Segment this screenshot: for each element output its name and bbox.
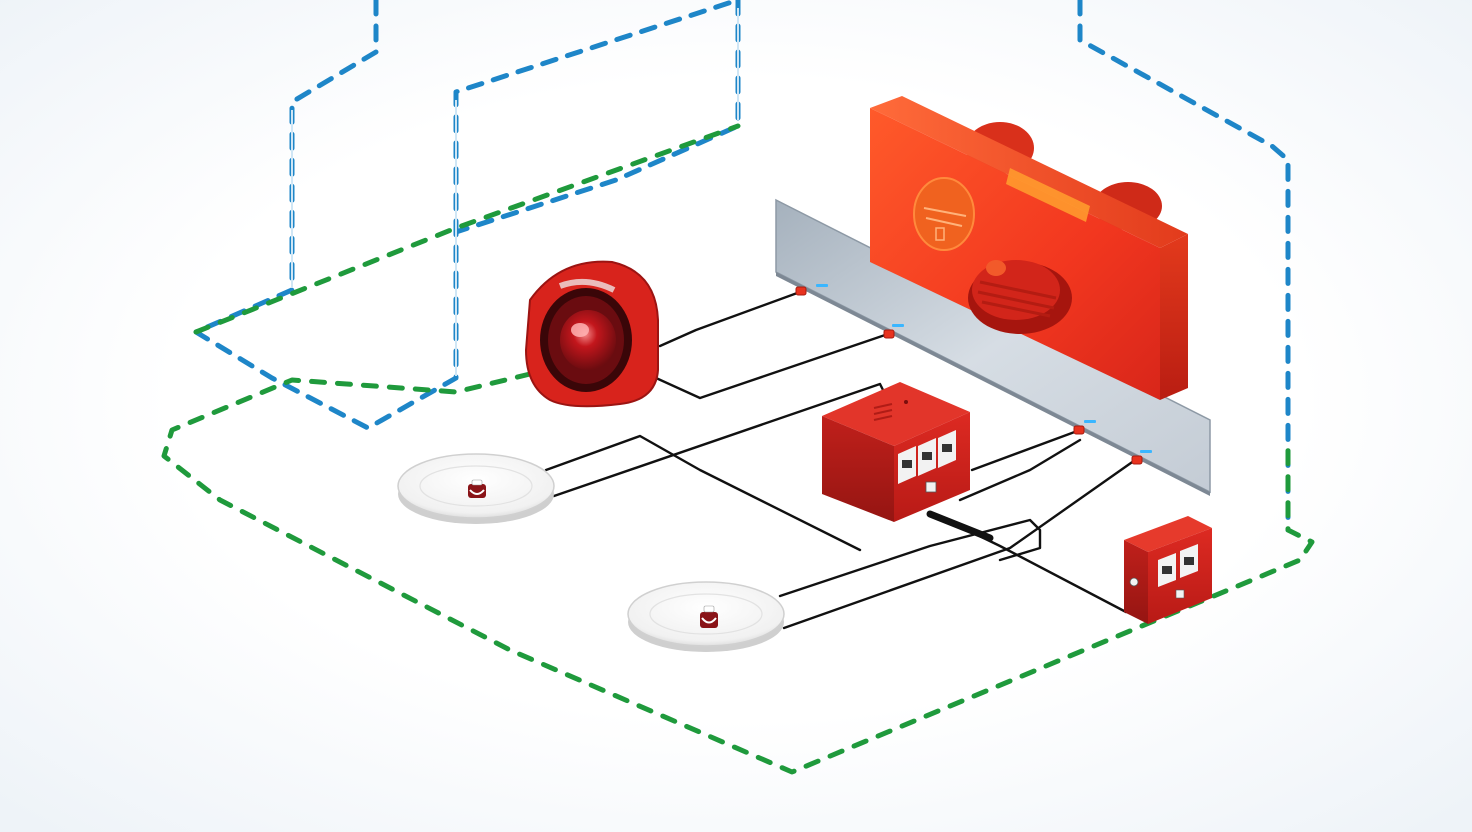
- callpoint-top: [1124, 516, 1212, 552]
- cable-bundle: [926, 510, 994, 542]
- smoke-detector-icon: [468, 479, 486, 498]
- led-2: [892, 324, 904, 327]
- terminal-4: [1131, 455, 1143, 465]
- rail-edge: [776, 272, 1210, 496]
- wire-detector1-a: [544, 434, 862, 552]
- wire-detector2-a: [778, 518, 1042, 598]
- mounting-rail: [775, 198, 1211, 496]
- wire-sounder-rail-2: [654, 332, 890, 400]
- panel-siren-icon: [968, 260, 1072, 334]
- led-1: [816, 284, 828, 287]
- led-4: [1140, 450, 1152, 453]
- terminal-2: [883, 329, 895, 339]
- zone-outline: [161, 123, 1315, 775]
- wire-module-rail: [970, 428, 1082, 472]
- network-glow: [291, 8, 739, 376]
- wire-detector2-b: [782, 456, 1140, 630]
- panel-side: [1160, 234, 1188, 400]
- smoke-detector-2: [627, 581, 785, 652]
- wire-detector1-b: [552, 382, 886, 498]
- control-panel: [870, 96, 1188, 400]
- call-point-icon: [1158, 544, 1198, 587]
- panel-display: [1006, 168, 1090, 222]
- network-line-right: [1077, 0, 1291, 533]
- alarm-sounder: [524, 260, 659, 408]
- module-port-icon: [925, 481, 937, 493]
- terminal-3: [1073, 425, 1085, 435]
- rail-leds: [816, 284, 1152, 453]
- module-top: [822, 382, 970, 446]
- sounder-bulb-icon: [560, 310, 616, 370]
- panel-top: [870, 96, 1188, 248]
- panel-badge-icon: [913, 177, 975, 251]
- smoke-detector-icon: [700, 605, 718, 628]
- control-module: [822, 382, 970, 522]
- rail-terminals: [795, 286, 1143, 465]
- wire-sounder-rail-1: [658, 290, 802, 348]
- module-indicators: [898, 430, 956, 484]
- wire-module-callpoint: [958, 438, 1082, 502]
- module-front: [822, 416, 894, 522]
- call-point: [1124, 516, 1212, 624]
- terminal-1: [795, 286, 807, 296]
- led-3: [1084, 420, 1096, 423]
- smoke-detector-1: [397, 453, 555, 524]
